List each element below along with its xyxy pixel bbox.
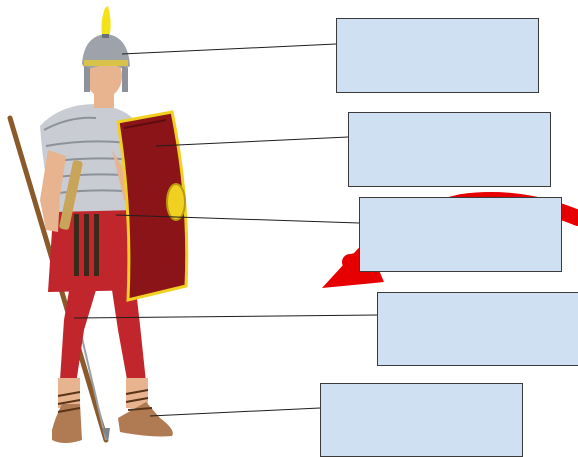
label-box-sandals[interactable]	[320, 383, 523, 457]
roman-soldier-illustration	[10, 6, 187, 443]
leader-line-shield	[156, 137, 348, 146]
label-box-shield[interactable]	[348, 112, 551, 187]
label-box-tunic[interactable]	[377, 292, 578, 366]
label-box-helmet[interactable]	[336, 18, 539, 93]
leader-line-helmet	[122, 44, 336, 54]
label-box-armour[interactable]	[359, 197, 562, 272]
leader-line-sandals	[150, 408, 320, 416]
